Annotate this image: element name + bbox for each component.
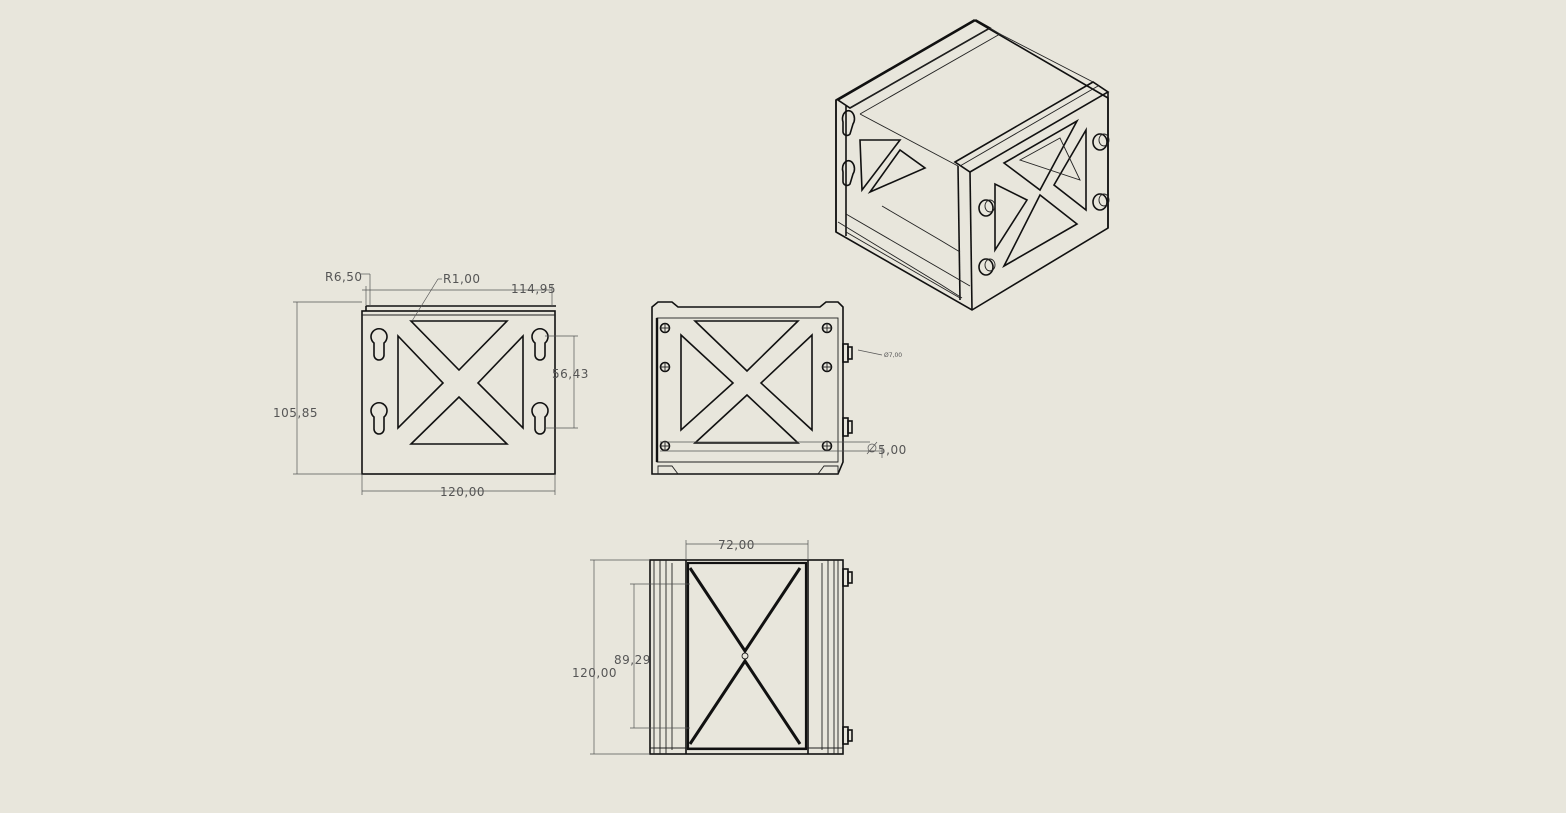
dim-side-small-hole: Ø7,00: [884, 352, 902, 359]
dim-front-radius-small: R1,00: [443, 272, 481, 286]
dim-top-inner-width: 72,00: [718, 538, 755, 552]
front-dimensions: [293, 273, 578, 495]
side-cross-brace: [680, 320, 813, 444]
top-view: 72,00 89,29 120,00: [572, 538, 853, 755]
dim-side-hole-diameter: 5,00: [878, 443, 907, 457]
top-cross-brace: [688, 567, 802, 745]
side-dimensions: [660, 349, 884, 458]
dim-front-height: 105,85: [273, 406, 318, 420]
top-pins: [842, 568, 853, 745]
dim-top-inner-height: 89,29: [614, 653, 651, 667]
isometric-view: [835, 19, 1110, 311]
dim-front-width: 120,00: [440, 485, 485, 499]
top-view-outline: [649, 559, 844, 755]
side-pins: [842, 343, 853, 437]
front-keyhole-slots: [370, 328, 549, 435]
isometric-cross-brace: [994, 118, 1087, 269]
dim-front-width-top: 114,95: [511, 282, 556, 296]
front-view-outline: [361, 310, 556, 475]
front-view: R6,50 R1,00 114,95 105,85 56,43 120,00: [273, 270, 589, 499]
side-bolt-holes: [659, 322, 833, 452]
isometric-pins: [978, 133, 1110, 276]
dim-front-hole-spacing: 56,43: [552, 367, 589, 381]
top-dimensions: [590, 540, 809, 755]
dim-top-depth: 120,00: [572, 666, 617, 680]
side-view: Ø7,00 5,00: [651, 301, 907, 475]
dim-front-radius-large: R6,50: [325, 270, 363, 284]
side-view-outline: [651, 301, 844, 475]
front-cross-brace: [397, 320, 524, 445]
